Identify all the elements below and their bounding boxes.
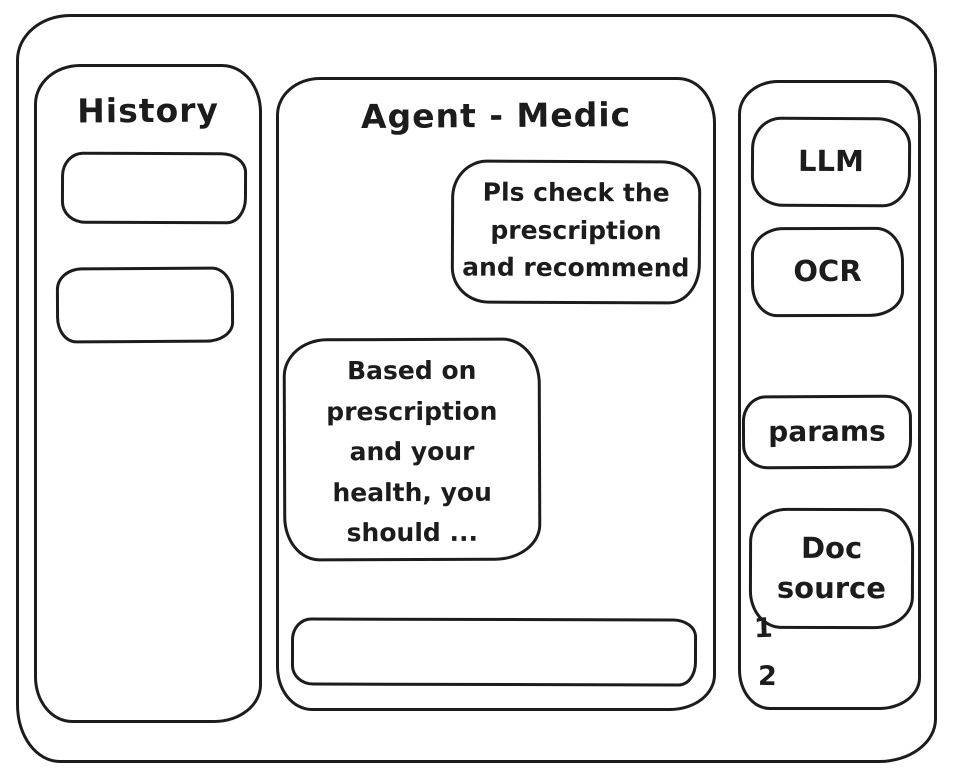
history-title: History (77, 90, 220, 131)
tools-panel: LLM OCR params Doc source 1 2 (738, 80, 921, 710)
llm-button[interactable]: LLM (750, 116, 912, 208)
doc-source-item-2[interactable]: 2 (757, 660, 778, 693)
ocr-button[interactable]: OCR (750, 226, 905, 318)
agent-message-bubble: Based on prescription and your health, y… (282, 337, 542, 562)
user-message-bubble: Pls check the prescription and recommend (450, 159, 702, 305)
app-window-frame: History Agent - Medic Pls check the pres… (16, 14, 937, 763)
chat-panel: Agent - Medic Pls check the prescription… (276, 77, 716, 711)
params-button[interactable]: params (741, 394, 913, 470)
history-item-2[interactable] (55, 266, 235, 344)
chat-title: Agent - Medic (360, 95, 632, 136)
message-input[interactable] (290, 617, 698, 687)
history-panel: History (34, 64, 262, 723)
doc-source-button[interactable]: Doc source (748, 507, 915, 630)
doc-source-item-1[interactable]: 1 (753, 612, 774, 645)
history-item-1[interactable] (60, 151, 248, 225)
